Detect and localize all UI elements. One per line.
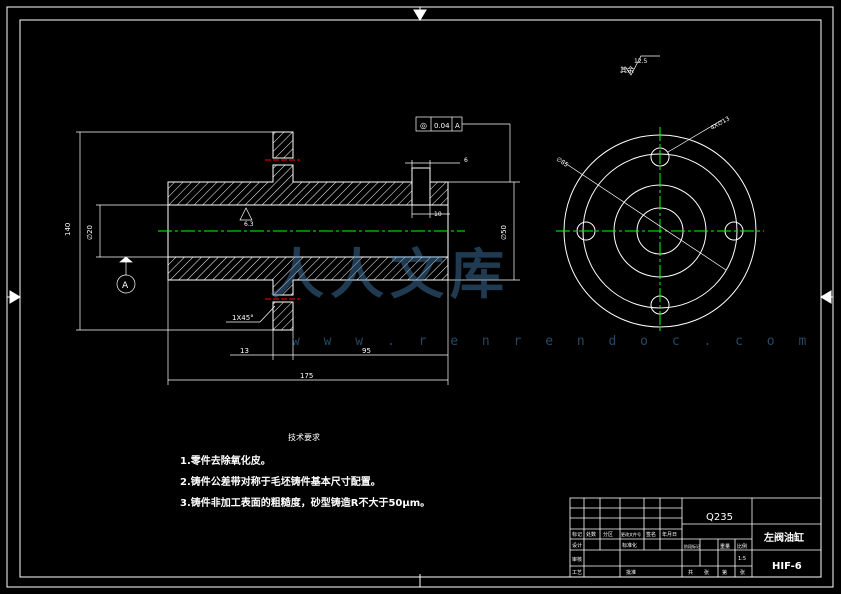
row-label-mark: 标记: [572, 531, 582, 538]
drawing-labels: 其余 12.5 6.3 ◎ 0.04 A A 1X45° 6 10 175 95…: [64, 58, 804, 576]
material-label: Q235: [706, 512, 733, 523]
header-cell-date: 年月日: [662, 531, 677, 538]
sheet-cell-total: 共: [688, 569, 693, 576]
hole-note-label: 4X∅13: [710, 115, 732, 132]
scale-label: 1:5: [738, 556, 746, 562]
note-line-2: 2.铸件公差带对称于毛坯铸件基本尺寸配置。: [180, 477, 381, 488]
stage-cell-weight: 重量: [720, 543, 730, 550]
overall-length-label: 175: [300, 372, 313, 380]
watermark-text: 人人文库: [270, 243, 510, 306]
drawing-no-label: HIF-6: [772, 561, 802, 572]
sheet-cell-no: 第: [722, 569, 727, 576]
watermark-url: w w w . r e n r e n d o c . c o m: [292, 334, 815, 349]
technical-notes: 技术要求 1.零件去除氧化皮。 2.铸件公差带对称于毛坯铸件基本尺寸配置。 3.…: [180, 432, 430, 514]
header-cell-zone: 分区: [603, 531, 613, 538]
notes-title: 技术要求: [288, 433, 320, 442]
surface-bore-value: 6.3: [244, 221, 254, 228]
bore-dia-label: ∅20: [86, 225, 94, 240]
title-block: [569, 497, 822, 578]
flange-dia-label: 140: [64, 223, 72, 236]
slot-depth-label: 6: [464, 157, 468, 164]
header-cell-sign: 签名: [646, 531, 656, 538]
header-cell-doc: 更改文件号: [621, 531, 641, 537]
row-label-review: 审核: [572, 556, 582, 563]
datum-label: A: [122, 281, 129, 291]
pcd-label: ∅85: [555, 156, 570, 169]
approve-label: 批准: [626, 569, 636, 576]
std-label: 标准化: [622, 542, 637, 549]
side-view: [556, 119, 764, 333]
tolerance-datum: A: [455, 122, 460, 130]
sheet-cell-sheet: 张: [740, 569, 745, 576]
note-line-1: 1.零件去除氧化皮。: [180, 456, 271, 467]
body-length-label: 95: [362, 347, 371, 355]
row-label-design: 设计: [572, 542, 582, 549]
section-view: [158, 131, 465, 331]
flange-thickness-label: 13: [240, 347, 249, 355]
pipe-od-label: ∅50: [500, 225, 508, 240]
sheet-cell-sheets: 张: [704, 569, 709, 576]
part-name-label: 左阀油缸: [763, 531, 804, 544]
row-label-process: 工艺: [572, 570, 582, 576]
surface-rest-value: 12.5: [634, 58, 648, 65]
chamfer-label: 1X45°: [232, 314, 254, 322]
stage-cell-mark: 阶段标记: [684, 543, 700, 549]
tolerance-symbol: ◎: [420, 121, 427, 130]
tolerance-value: 0.04: [434, 122, 450, 130]
note-line-3: 3.铸件非加工表面的粗糙度，砂型铸造R不大于50μm。: [180, 498, 431, 509]
drawing-frame: [6, 6, 834, 588]
slot-width-label: 10: [434, 211, 442, 218]
dimensions: [76, 55, 660, 385]
stage-cell-scale: 比例: [737, 543, 747, 550]
surface-rest-label: 其余: [620, 65, 634, 74]
header-cell-count: 处数: [586, 531, 596, 538]
